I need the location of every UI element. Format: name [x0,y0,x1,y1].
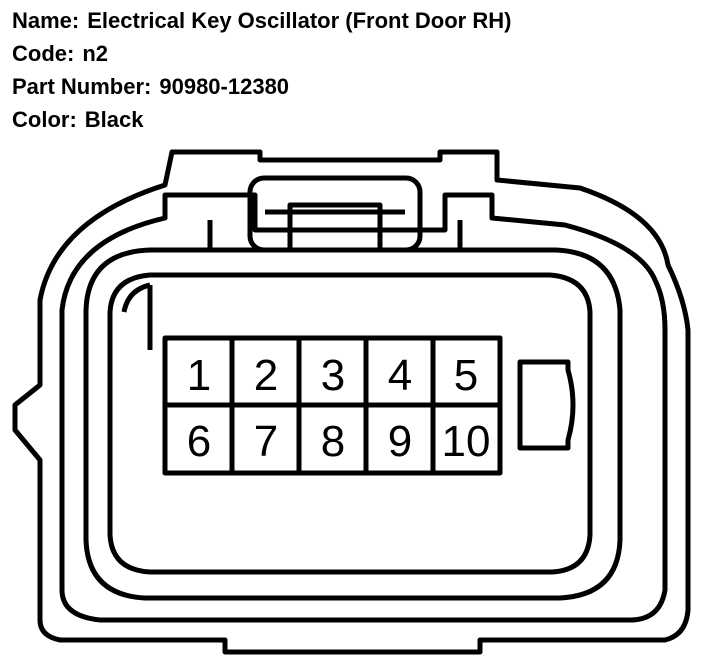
connector-name: Electrical Key Oscillator (Front Door RH… [87,8,512,33]
pin-number: 5 [454,351,478,400]
pin-number: 10 [442,417,491,466]
pin-number: 8 [321,417,345,466]
connector-code: n2 [82,41,109,66]
pin-number: 7 [254,417,278,466]
connector-info: Name: Electrical Key Oscillator (Front Do… [12,4,511,136]
code-label: Code: [12,41,75,66]
pin-number: 6 [187,417,211,466]
pin-number: 1 [187,351,211,400]
connector-cavity [107,272,593,575]
pin-number: 9 [388,417,412,466]
pin-number: 2 [254,351,278,400]
terminal-grid [162,335,503,476]
connector-color: Black [84,107,144,132]
color-row: Color: Black [12,103,511,136]
pin-number: 4 [388,351,412,400]
connector-middle-shell [59,192,668,623]
connector-key [517,359,576,451]
cavity-step [121,282,153,350]
connector-inner-contour [83,247,623,601]
color-label: Color: [12,107,77,132]
pin-number: 3 [321,351,345,400]
part-number-row: Part Number: 90980-12380 [12,70,511,103]
connector-housing-outline [12,149,691,655]
name-label: Name: [12,8,80,33]
part-number-label: Part Number: [12,74,152,99]
part-number: 90980-12380 [159,74,290,99]
code-row: Code: n2 [12,37,511,70]
name-row: Name: Electrical Key Oscillator (Front Do… [12,4,511,37]
